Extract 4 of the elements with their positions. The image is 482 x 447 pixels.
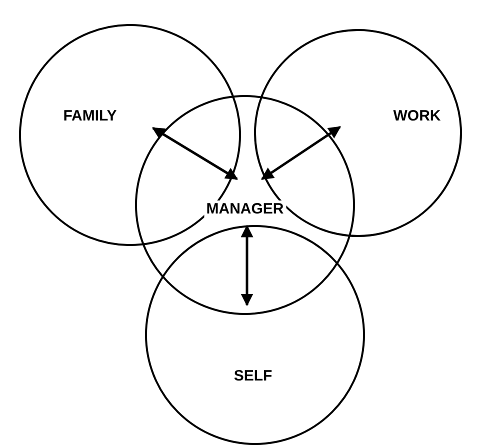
- circle-label: MANAGER: [204, 200, 286, 218]
- double-arrow: [260, 126, 342, 180]
- double-arrow: [152, 126, 238, 180]
- double-arrow: [240, 224, 254, 306]
